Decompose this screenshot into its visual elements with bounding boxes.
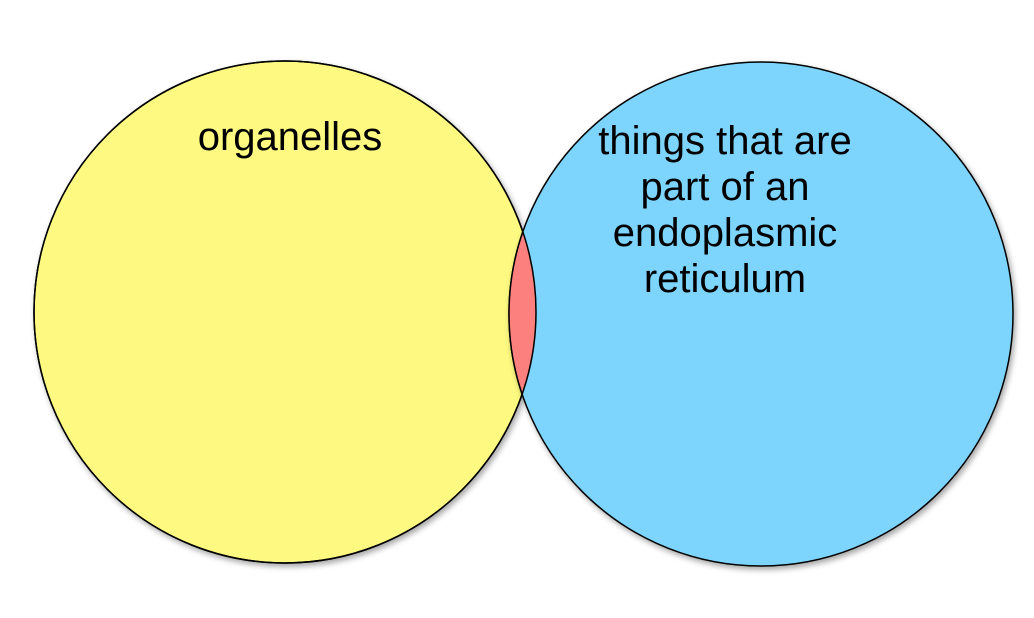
label-line: reticulum [643, 257, 807, 301]
label-line: organelles [197, 115, 383, 159]
set-outline-organelles [33, 60, 537, 564]
set-label-endoplasmic-reticulum: things that are part of an endoplasmic r… [560, 118, 890, 302]
set-label-organelles: organelles [160, 114, 420, 160]
label-line: endoplasmic [612, 211, 838, 255]
intersection-region [508, 61, 536, 563]
label-line: part of an [640, 165, 810, 209]
label-line: things that are [598, 119, 852, 163]
